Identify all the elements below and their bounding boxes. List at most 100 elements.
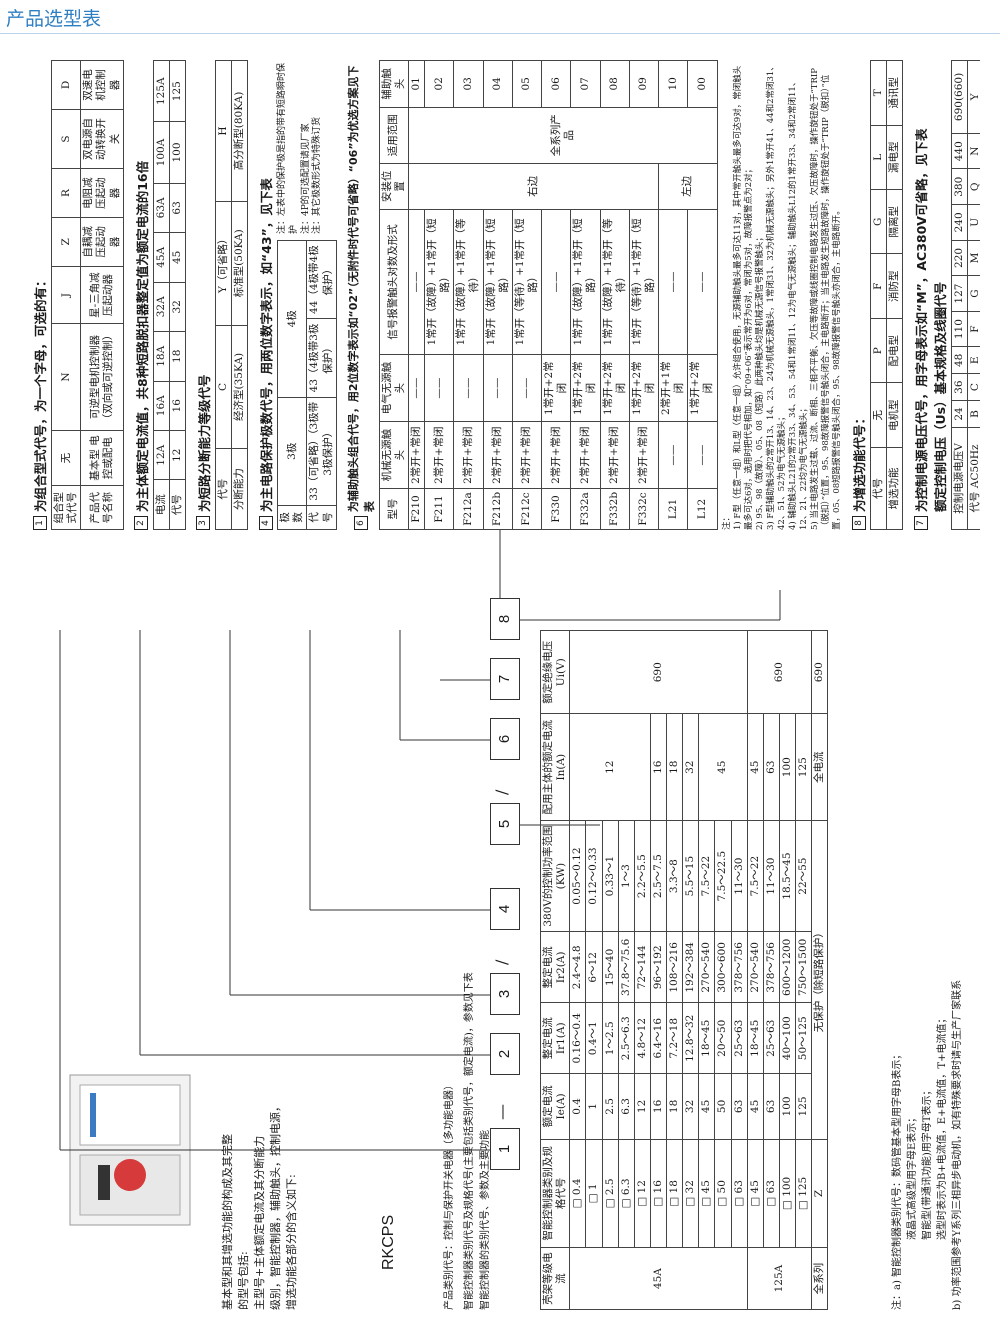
cell: 1～3	[618, 820, 635, 932]
cell: D	[51, 60, 81, 110]
cell: F332c	[629, 488, 659, 530]
cell: 440	[951, 133, 968, 169]
cell: 1常开+2常闭	[629, 354, 659, 422]
note-line: 1) F型（任意一组）和L型（任意一组）允许组合使用，无源辅助触头最多可达11对…	[732, 65, 754, 530]
note-line: 5) 当主电路发生过载、过流、断相、三相不平衡、欠压等故障或线圈控制电路发生过压…	[809, 68, 842, 530]
cell: 0.4～1	[585, 1002, 602, 1074]
cell: ——	[658, 421, 688, 489]
cell: 45	[747, 714, 764, 821]
cell: ——	[687, 421, 717, 489]
column-header: 型号	[379, 488, 409, 530]
cell: 2.5～6.3	[618, 1002, 635, 1074]
cell: 2常开+常闭	[541, 421, 571, 489]
section-number: 8	[851, 516, 866, 530]
separator: /	[492, 959, 511, 965]
column-header: 380V的控制功率范围(KW)	[540, 820, 570, 932]
code-box-8: 8	[490, 598, 520, 640]
cell: C	[215, 325, 232, 449]
cell: 可逆型电机控制器（双向或可逆控制）	[80, 323, 124, 431]
cell: 全系列	[811, 1247, 828, 1310]
cell: □ 100	[779, 1139, 796, 1248]
cell: 108～216	[666, 931, 683, 1003]
cell: Y	[967, 60, 980, 134]
cell: 07	[570, 60, 600, 108]
column-header: 安装位置	[379, 163, 409, 210]
cell: 16	[169, 381, 186, 431]
cell: 37.8～75.6	[618, 931, 635, 1003]
cell: ——	[453, 354, 483, 422]
table-header-row: 型号机械无源触头电气无源触头信号报警触头对数及形式安装位置适用范围辅助触头	[379, 60, 409, 530]
section-subtitle-text: 额定控制电压（Us）基本规格及线圈代号	[933, 281, 949, 512]
cell: N	[51, 323, 81, 431]
cell: 45	[698, 1073, 715, 1140]
frame-45-cell: 45A	[569, 1247, 748, 1310]
cell: Y（可省略）	[215, 201, 232, 326]
cell: C	[967, 373, 980, 401]
cell: 5.5～15	[682, 820, 699, 932]
cell: 2.5	[602, 1073, 619, 1140]
cell: 12.8～32	[682, 1002, 699, 1074]
cell: □ 45	[747, 1139, 764, 1248]
cell: ——	[541, 209, 571, 355]
cell: □ 45	[698, 1139, 715, 1248]
cell: 增选功能	[886, 447, 903, 530]
cell: 2.2～5.5	[634, 820, 651, 932]
column-header: 整定电流Ir2(A)	[540, 931, 570, 1003]
cell: 配电型	[886, 318, 903, 383]
cell: T	[870, 60, 887, 126]
cell: 32	[169, 282, 186, 332]
cell: 50	[714, 1073, 731, 1140]
cell: 240	[951, 204, 968, 241]
cell: 24	[951, 400, 968, 428]
table-header-row: 壳架等级电流 智能控制器类别及规格代号 额定电流Ie(A) 整定电流Ir1(A)…	[540, 630, 570, 1310]
cell: □ 16	[650, 1139, 667, 1248]
cell: 18	[666, 1073, 683, 1140]
cell: F	[967, 311, 980, 347]
cell: L	[870, 125, 887, 190]
cell: 电流	[153, 479, 170, 530]
note-line: 3) F型辅助触头的2常开13、14、23、24为机械无源触头，1常闭31、32…	[765, 62, 787, 530]
cell: N	[967, 133, 980, 169]
cell: 7.5～22	[698, 820, 715, 932]
cell: 63	[763, 1073, 780, 1140]
cell: 1常开（等待）+1常开（短路）	[512, 209, 542, 355]
code-box-3: 3	[490, 973, 520, 1015]
cell: 100A	[153, 121, 170, 184]
cell: 1常开（故障）+1常开（等待）	[600, 209, 630, 355]
cell: 2常开+常闭	[629, 421, 659, 489]
cell: □ 125	[795, 1139, 812, 1248]
cell: 0.12～0.33	[585, 820, 602, 932]
cell: 隔离型	[886, 189, 903, 254]
cell: ——	[408, 354, 425, 422]
cell: 漏电型	[886, 125, 903, 190]
cell: 72～144	[634, 931, 651, 1003]
cell: M	[967, 240, 980, 276]
category-label: 产品类别代号：控制与保护开关电器（多功能电器）	[444, 1080, 455, 1310]
cell: 2常开+1常闭	[658, 354, 688, 422]
cell: 电阻减压起动器	[80, 168, 124, 218]
cell: 18	[666, 714, 683, 821]
cell: 32	[682, 714, 699, 821]
cell: H	[215, 60, 232, 202]
section-6-title: 6 为辅助触头组合代号，用2位数字表示如“02”（无附件时代号可省略）“06”为…	[345, 60, 377, 530]
cell: 2常开+常闭	[512, 421, 542, 489]
cell: 2.5～7.5	[650, 820, 667, 932]
cell: 63	[169, 183, 186, 233]
cell: J	[51, 266, 81, 324]
cell: R	[51, 168, 81, 218]
cell: 40～100	[779, 1002, 796, 1074]
cell: 43（4极带3极保护）	[306, 318, 337, 398]
cell: ——	[424, 354, 454, 422]
cell: 600～1200	[779, 931, 796, 1003]
cell: 12	[569, 714, 651, 821]
section-6-notes: 注： 1) F型（任意一组）和L型（任意一组）允许组合使用，无源辅助触头最多可达…	[722, 60, 844, 530]
cell: 270～540	[747, 931, 764, 1003]
cell: G	[870, 189, 887, 254]
section-number: 7	[913, 516, 928, 530]
